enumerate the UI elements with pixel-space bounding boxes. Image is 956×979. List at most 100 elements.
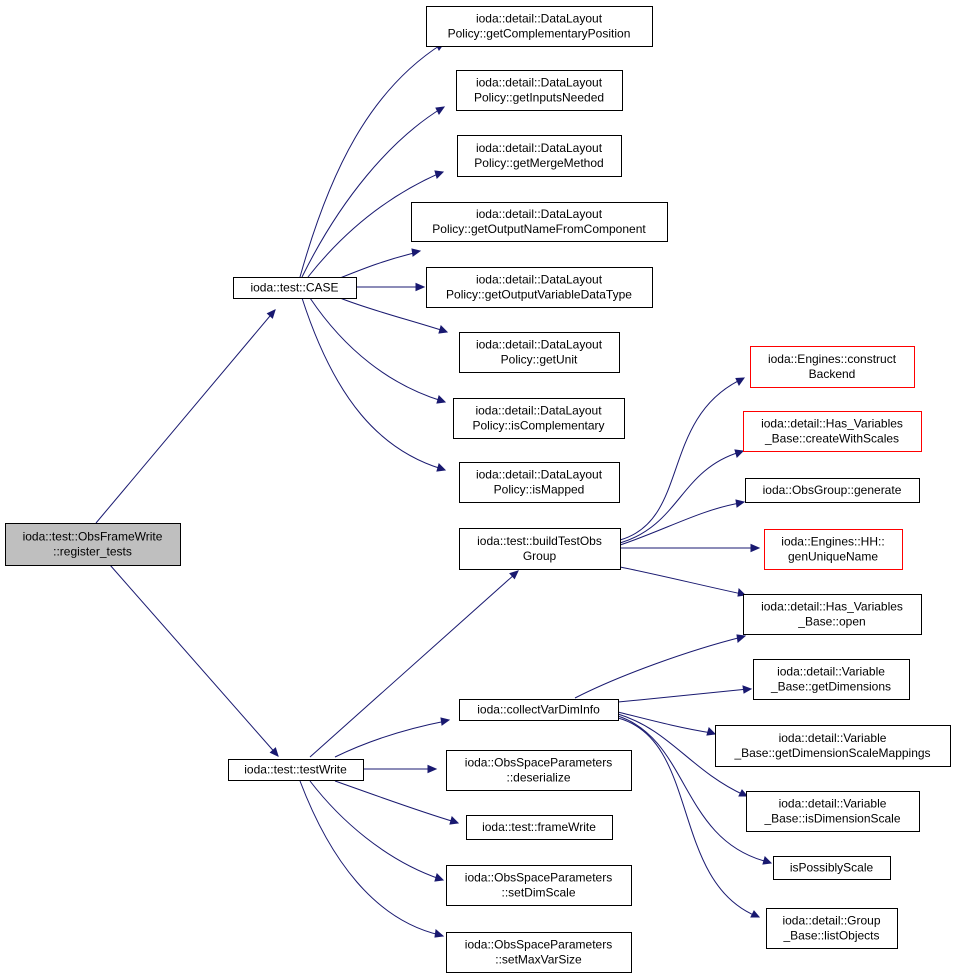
node-getmergemethod[interactable]: ioda::detail::DataLayoutPolicy::getMerge… <box>457 135 622 177</box>
edge-case-to-getmergemethod <box>307 172 441 278</box>
arrowhead <box>436 463 447 472</box>
edge-case-to-getinputsneeded <box>301 107 443 278</box>
edge-buildtestobsgroup-to-constructbackend <box>619 379 741 541</box>
node-label-line: ioda::detail::Variable <box>779 731 887 745</box>
arrowhead <box>509 570 519 580</box>
arrowhead <box>706 727 717 736</box>
arrowhead <box>266 309 276 319</box>
node-label-line: ioda::detail::Has_Variables <box>761 600 903 614</box>
node-label-line: ioda::test::frameWrite <box>482 820 596 834</box>
node-box <box>233 277 357 299</box>
node-getdimensions[interactable]: ioda::detail::Variable_Base::getDimensio… <box>753 659 910 700</box>
node-label-line: _Base::getDimensions <box>770 680 891 694</box>
edge-register-tests-to-case <box>95 309 276 524</box>
node-label-line: ::register_tests <box>53 545 132 559</box>
arrowhead <box>427 764 438 774</box>
node-register-tests[interactable]: ioda::test::ObsFrameWrite::register_test… <box>5 523 181 566</box>
node-generate[interactable]: ioda::ObsGroup::generate <box>745 478 920 503</box>
node-setdimscale[interactable]: ioda::ObsSpaceParameters::setDimScale <box>446 865 632 906</box>
node-box <box>459 332 620 373</box>
node-testwrite[interactable]: ioda::test::testWrite <box>228 759 364 781</box>
arrowhead <box>742 685 753 694</box>
node-getcomplementaryposition[interactable]: ioda::detail::DataLayoutPolicy::getCompl… <box>426 6 653 47</box>
node-box <box>426 6 653 47</box>
node-label-line: ioda::detail::DataLayout <box>476 338 603 352</box>
node-label-line: Group <box>523 549 557 563</box>
node-label-line: ioda::test::ObsFrameWrite <box>23 530 163 544</box>
arrowhead <box>738 789 749 797</box>
node-label-line: Backend <box>809 367 856 381</box>
arrowhead <box>449 816 460 825</box>
arrowhead <box>750 910 761 918</box>
node-listobjects[interactable]: ioda::detail::Group_Base::listObjects <box>766 908 898 949</box>
edge-collectvardiminfo-to-getdimensions <box>617 688 749 703</box>
node-box <box>764 529 903 570</box>
node-label-line: ioda::test::testWrite <box>244 763 347 777</box>
node-box <box>773 856 891 880</box>
edge-case-to-getoutputnamefromcomponent <box>339 251 419 279</box>
node-deserialize[interactable]: ioda::ObsSpaceParameters::deserialize <box>446 750 632 791</box>
arrowhead <box>440 717 451 726</box>
node-label-line: ioda::detail::DataLayout <box>476 468 603 482</box>
node-getinputsneeded[interactable]: ioda::detail::DataLayoutPolicy::getInput… <box>456 70 623 111</box>
node-setmaxvarsize[interactable]: ioda::ObsSpaceParameters::setMaxVarSize <box>446 932 632 973</box>
node-label-line: Policy::getOutputVariableDataType <box>446 288 632 302</box>
arrowhead <box>750 543 761 553</box>
arrowhead <box>736 634 747 643</box>
edge-collectvardiminfo-to-isdimensionscale <box>617 713 745 796</box>
edge-testwrite-to-collectvardiminfo <box>334 720 447 758</box>
node-iscomplementary[interactable]: ioda::detail::DataLayoutPolicy::isComple… <box>453 398 625 439</box>
edge-testwrite-to-buildtestobsgroup <box>309 573 516 758</box>
node-genuniquename[interactable]: ioda::Engines::HH::genUniqueName <box>764 529 903 570</box>
node-label-line: ioda::detail::Has_Variables <box>761 417 903 431</box>
edge-collectvardiminfo-to-getdimensionscalemappings <box>617 711 713 734</box>
node-box <box>446 932 632 973</box>
edge-register-tests-to-testwrite <box>109 564 279 757</box>
node-framewrite[interactable]: ioda::test::frameWrite <box>466 815 613 840</box>
node-label-line: _Base::getDimensionScaleMappings <box>733 746 930 760</box>
node-createwithscales[interactable]: ioda::detail::Has_Variables_Base::create… <box>743 411 922 452</box>
node-box <box>426 267 653 308</box>
node-label-line: ioda::ObsSpaceParameters <box>465 871 612 885</box>
node-ispossiblyscale[interactable]: isPossiblyScale <box>773 856 891 880</box>
node-box <box>459 462 620 503</box>
node-box <box>745 478 920 503</box>
node-label-line: isPossiblyScale <box>790 861 874 875</box>
node-label-line: ioda::ObsGroup::generate <box>763 483 902 497</box>
node-case[interactable]: ioda::test::CASE <box>233 277 357 299</box>
node-label-line: ioda::Engines::construct <box>768 352 897 366</box>
node-label-line: ioda::detail::Group <box>782 914 880 928</box>
node-getoutputnamefromcomponent[interactable]: ioda::detail::DataLayoutPolicy::getOutpu… <box>411 202 668 242</box>
node-box <box>411 202 668 242</box>
arrowhead <box>269 747 279 757</box>
node-box <box>446 865 632 906</box>
node-box <box>743 411 922 452</box>
node-label-line: genUniqueName <box>788 550 878 564</box>
node-label-line: ioda::test::buildTestObs <box>477 534 602 548</box>
node-getoutputvariabledatatype[interactable]: ioda::detail::DataLayoutPolicy::getOutpu… <box>426 267 653 308</box>
node-box <box>5 523 181 566</box>
node-getdimensionscalemappings[interactable]: ioda::detail::Variable_Base::getDimensio… <box>715 725 951 767</box>
arrowhead <box>415 282 426 292</box>
node-label-line: Policy::getUnit <box>501 353 578 367</box>
edge-testwrite-to-setmaxvarsize <box>299 780 441 936</box>
node-label-line: ioda::detail::DataLayout <box>475 404 602 418</box>
node-label-line: ioda::detail::DataLayout <box>476 76 603 90</box>
node-open[interactable]: ioda::detail::Has_Variables_Base::open <box>743 594 922 635</box>
node-box <box>750 346 915 388</box>
node-label-line: _Base::open <box>797 615 865 629</box>
node-label-line: ::setDimScale <box>501 886 575 900</box>
edge-buildtestobsgroup-to-open <box>619 566 743 595</box>
node-label-line: ::setMaxVarSize <box>495 953 582 967</box>
node-isdimensionscale[interactable]: ioda::detail::Variable_Base::isDimension… <box>746 791 920 832</box>
node-collectvardiminfo[interactable]: ioda::collectVarDimInfo <box>459 699 619 721</box>
node-label-line: Policy::getOutputNameFromComponent <box>432 222 646 236</box>
arrowhead <box>435 106 446 115</box>
node-label-line: ioda::ObsSpaceParameters <box>465 756 612 770</box>
arrowhead <box>438 325 449 334</box>
node-box <box>457 135 622 177</box>
